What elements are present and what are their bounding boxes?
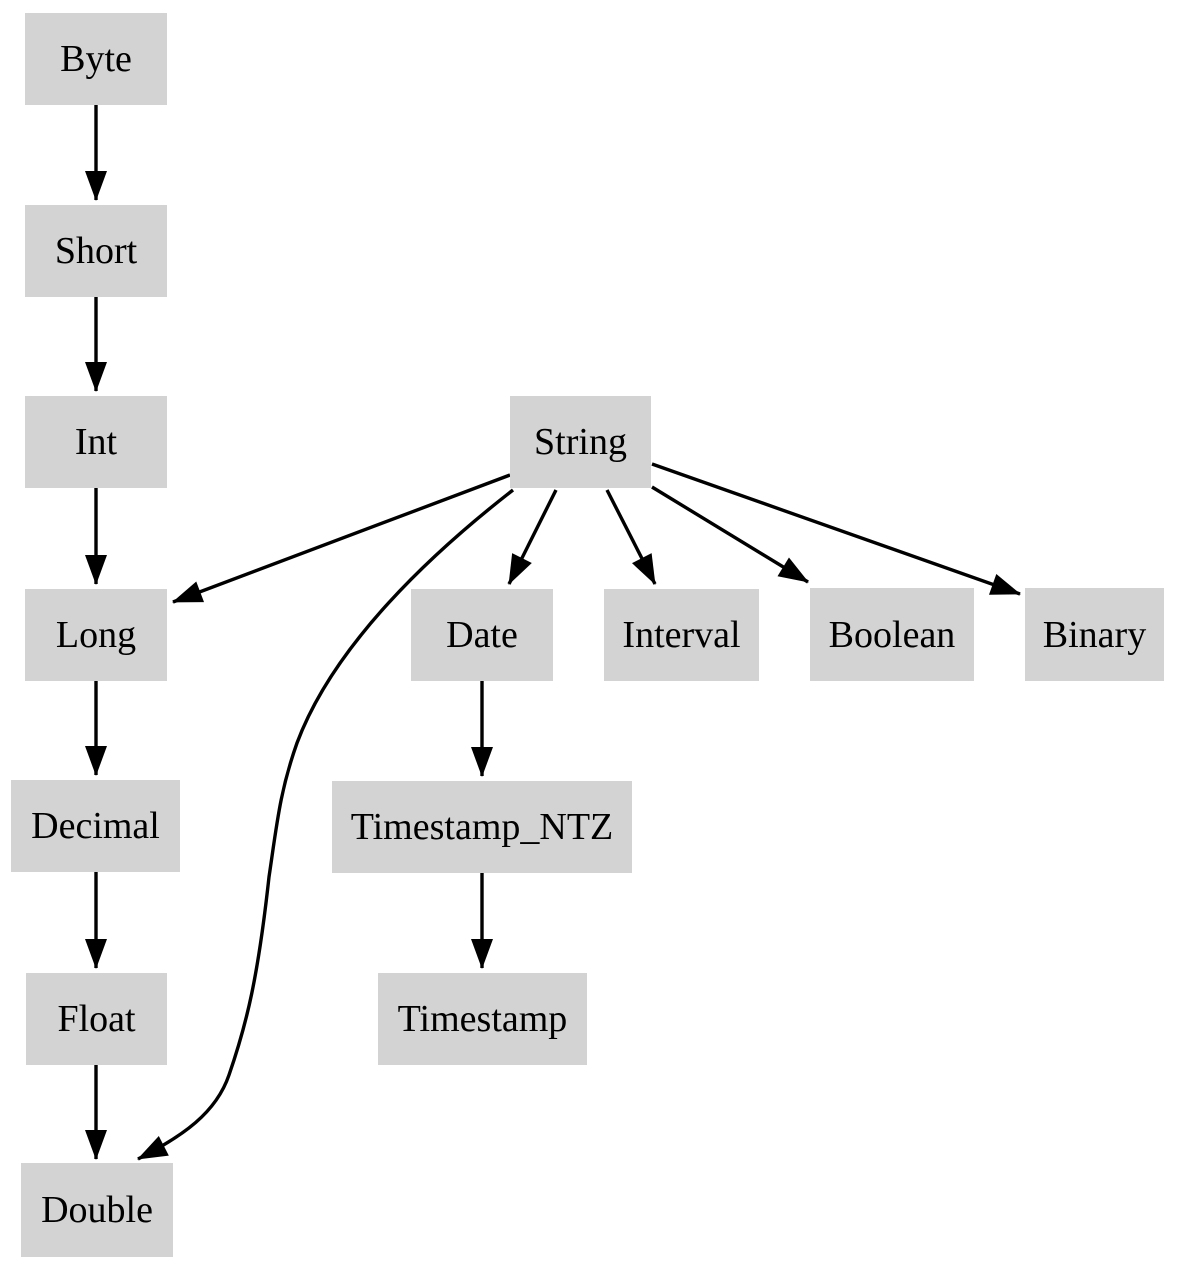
node-int: Int (25, 396, 167, 488)
node-binary: Binary (1025, 588, 1164, 681)
node-byte: Byte (25, 13, 167, 105)
node-interval: Interval (604, 589, 759, 681)
edge-string-date (507, 489, 558, 585)
node-date: Date (411, 589, 553, 681)
node-float: Float (26, 973, 167, 1065)
node-decimal: Decimal (11, 780, 180, 872)
edge-string-long (172, 473, 511, 604)
edge-string-double (137, 488, 515, 1161)
node-string: String (510, 396, 651, 488)
node-long: Long (25, 589, 167, 681)
edge-string-boolean (651, 485, 809, 584)
node-double: Double (21, 1163, 173, 1257)
edge-string-binary (651, 462, 1021, 596)
node-timestamp-ntz: Timestamp_NTZ (332, 781, 632, 873)
node-boolean: Boolean (810, 588, 974, 681)
node-short: Short (25, 205, 167, 297)
node-timestamp: Timestamp (378, 973, 587, 1065)
edge-string-interval (605, 489, 657, 585)
